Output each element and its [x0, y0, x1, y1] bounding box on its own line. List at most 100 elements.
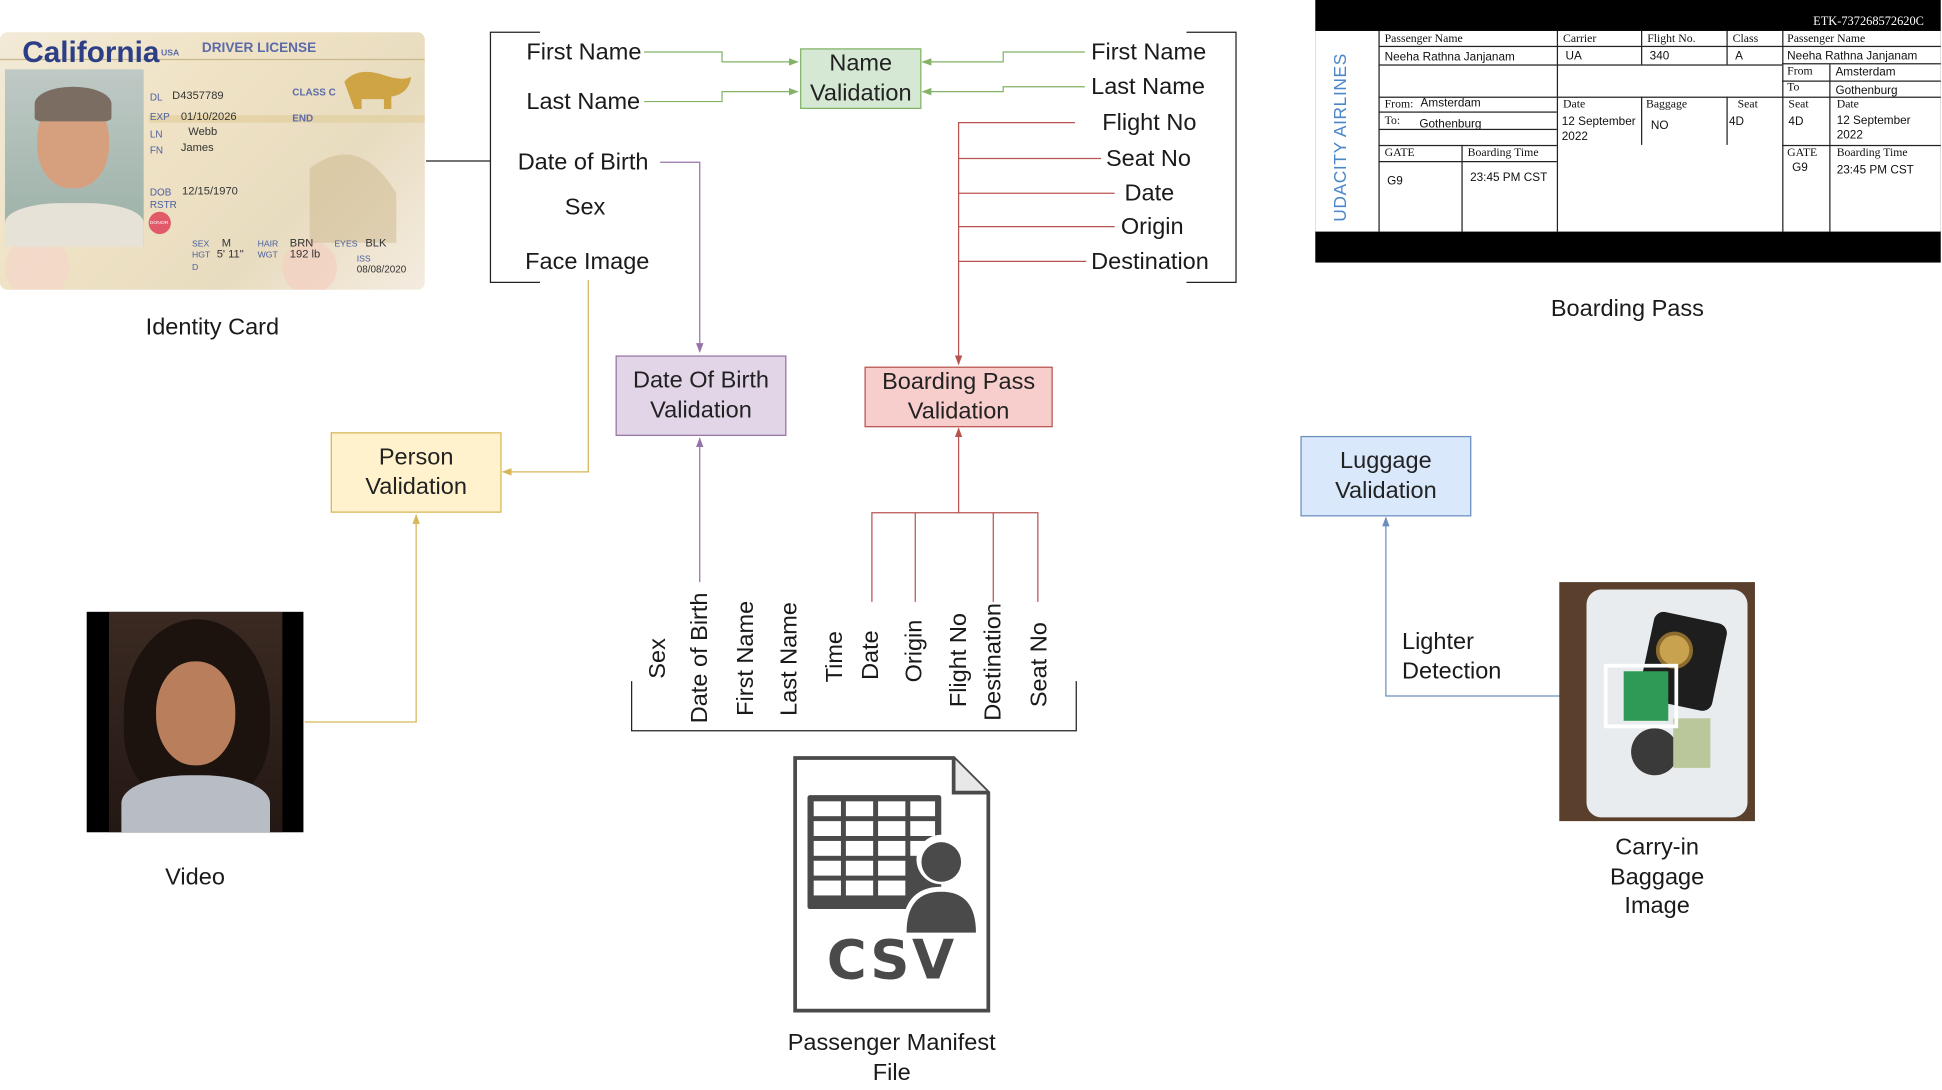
- boarding-pass-body: UDACITY AIRLINES Passenger Name Neeha Ra…: [1315, 30, 1941, 232]
- bp-boarding-time-label: Boarding Time: [1467, 147, 1539, 160]
- id-eyes: BLK: [365, 236, 387, 249]
- id-d-label: D: [191, 263, 199, 273]
- video-caption: Video: [165, 864, 225, 891]
- dob-validation-links: [660, 161, 704, 583]
- manifest-col-flight-no: Flight No: [946, 613, 973, 708]
- bp-ticket: ETK-737268572620C: [1813, 14, 1924, 29]
- manifest-col-date: Date: [858, 630, 885, 680]
- bp-stub-date-line2: 2022: [1836, 128, 1863, 143]
- bp-stub-from: Amsterdam: [1835, 65, 1896, 80]
- bp-fields-bracket: [1186, 31, 1237, 283]
- luggage-validation-line1: Luggage: [1340, 448, 1432, 475]
- bp-carrier: UA: [1565, 49, 1582, 64]
- csv-caption-line1: Passenger Manifest: [787, 1030, 996, 1057]
- baggage-caption-line3: Image: [1624, 892, 1690, 919]
- bp-seat: 4D: [1728, 115, 1745, 129]
- id-dl: D4357789: [172, 89, 224, 102]
- manifest-col-seat-no: Seat No: [1026, 622, 1053, 708]
- name-validation-line2: Validation: [809, 79, 912, 106]
- id-dl-label: DL: [149, 91, 163, 103]
- id-field-last-name: Last Name: [526, 89, 641, 116]
- baggage-caption-line2: Baggage: [1609, 863, 1705, 890]
- lighter-detection-box: [1603, 663, 1679, 729]
- bp-seat-label: Seat: [1737, 99, 1758, 112]
- csv-file-icon: CSV: [793, 755, 991, 1013]
- csv-caption-line2: File: [872, 1059, 911, 1086]
- card-background-art: [0, 58, 425, 290]
- bp-stub-gate: G9: [1792, 161, 1808, 175]
- bp-grid-line: [1782, 63, 1941, 65]
- shoulders-shape: [4, 203, 144, 247]
- id-sex-label: SEX: [191, 240, 210, 249]
- manifest-col-last-name: Last Name: [776, 602, 803, 716]
- bp-field-seat-no: Seat No: [1105, 146, 1192, 173]
- bp-grid-line: [1461, 144, 1463, 232]
- manifest-col-first-name: First Name: [733, 600, 760, 716]
- id-field-sex: Sex: [564, 194, 606, 221]
- baggage-caption: Carry-in Baggage Image: [1559, 834, 1755, 921]
- bp-stub-boarding-time-label: Boarding Time: [1836, 147, 1908, 160]
- id-face-photo: [4, 69, 144, 247]
- video-shirt: [121, 775, 270, 833]
- hair-shape: [34, 86, 112, 122]
- id-fields-bracket: [426, 31, 540, 283]
- bp-boarding-time: 23:45 PM CST: [1470, 170, 1548, 185]
- manifest-col-date-of-birth: Date of Birth: [687, 592, 714, 724]
- id-wgt: 192 lb: [289, 247, 321, 261]
- bp-date-label: Date: [1562, 99, 1586, 112]
- bp-grid-line: [1378, 144, 1557, 147]
- id-donor: DONOR: [149, 219, 169, 226]
- bp-grid-line: [1641, 30, 1643, 65]
- id-fn: James: [180, 141, 214, 154]
- manifest-col-origin: Origin: [901, 619, 928, 683]
- bp-flight: 340: [1649, 49, 1670, 64]
- bp-stub-boarding-time: 23:45 PM CST: [1836, 163, 1914, 178]
- boarding-pass-caption: Boarding Pass: [1550, 296, 1704, 323]
- bp-grid-line: [1378, 128, 1557, 131]
- dob-validation-line1: Date Of Birth: [632, 367, 769, 394]
- bp-to-label: To:: [1384, 115, 1401, 128]
- id-end: END: [292, 112, 314, 124]
- lighter-detection-line1: Lighter: [1401, 629, 1474, 656]
- id-hair-label: HAIR: [257, 240, 279, 249]
- bp-airline: UDACITY AIRLINES: [1330, 53, 1350, 222]
- bp-gate-label: GATE: [1384, 147, 1415, 160]
- video-frame: [86, 611, 304, 833]
- bp-grid-line: [1782, 144, 1941, 147]
- id-ln: Webb: [188, 125, 218, 138]
- id-fn-label: FN: [149, 144, 164, 157]
- id-field-date-of-birth: Date of Birth: [517, 149, 649, 176]
- id-state: California: [22, 35, 160, 70]
- identity-card-image: California USA DRIVER LICENSE DL D435778…: [0, 32, 425, 290]
- bp-stub-seat-label: Seat: [1788, 99, 1809, 112]
- bp-grid-line: [1641, 96, 1643, 145]
- name-validation-line1: Name: [829, 50, 893, 77]
- id-wgt-label: WGT: [257, 251, 278, 261]
- bp-grid-line: [1782, 30, 1784, 232]
- bp-passenger-name: Neeha Rathna Janjanam: [1384, 50, 1515, 65]
- video-face: [156, 661, 236, 766]
- bp-stub-name-label: Passenger Name: [1787, 33, 1866, 46]
- baggage-caption-line1: Carry-in: [1615, 834, 1699, 861]
- bp-gate: G9: [1387, 174, 1403, 189]
- bp-stub-from-label: From: [1787, 65, 1813, 79]
- bp-date-line1: 12 September: [1561, 115, 1636, 129]
- bp-grid-line: [1378, 30, 1380, 232]
- id-hgt-label: HGT: [191, 251, 211, 261]
- id-eyes-label: EYES: [334, 240, 358, 249]
- bp-stub-gate-label: GATE: [1787, 147, 1818, 160]
- bp-class: A: [1735, 49, 1743, 64]
- id-field-face-image: Face Image: [525, 248, 650, 275]
- baggage-money: [1673, 718, 1711, 768]
- boarding-validation-line2: Validation: [907, 398, 1010, 425]
- id-exp-label: EXP: [149, 111, 170, 123]
- bp-stub-date-label: Date: [1836, 99, 1859, 112]
- csv-label: CSV: [826, 928, 957, 993]
- person-validation-line1: Person: [378, 444, 454, 471]
- manifest-col-time: Time: [822, 630, 849, 683]
